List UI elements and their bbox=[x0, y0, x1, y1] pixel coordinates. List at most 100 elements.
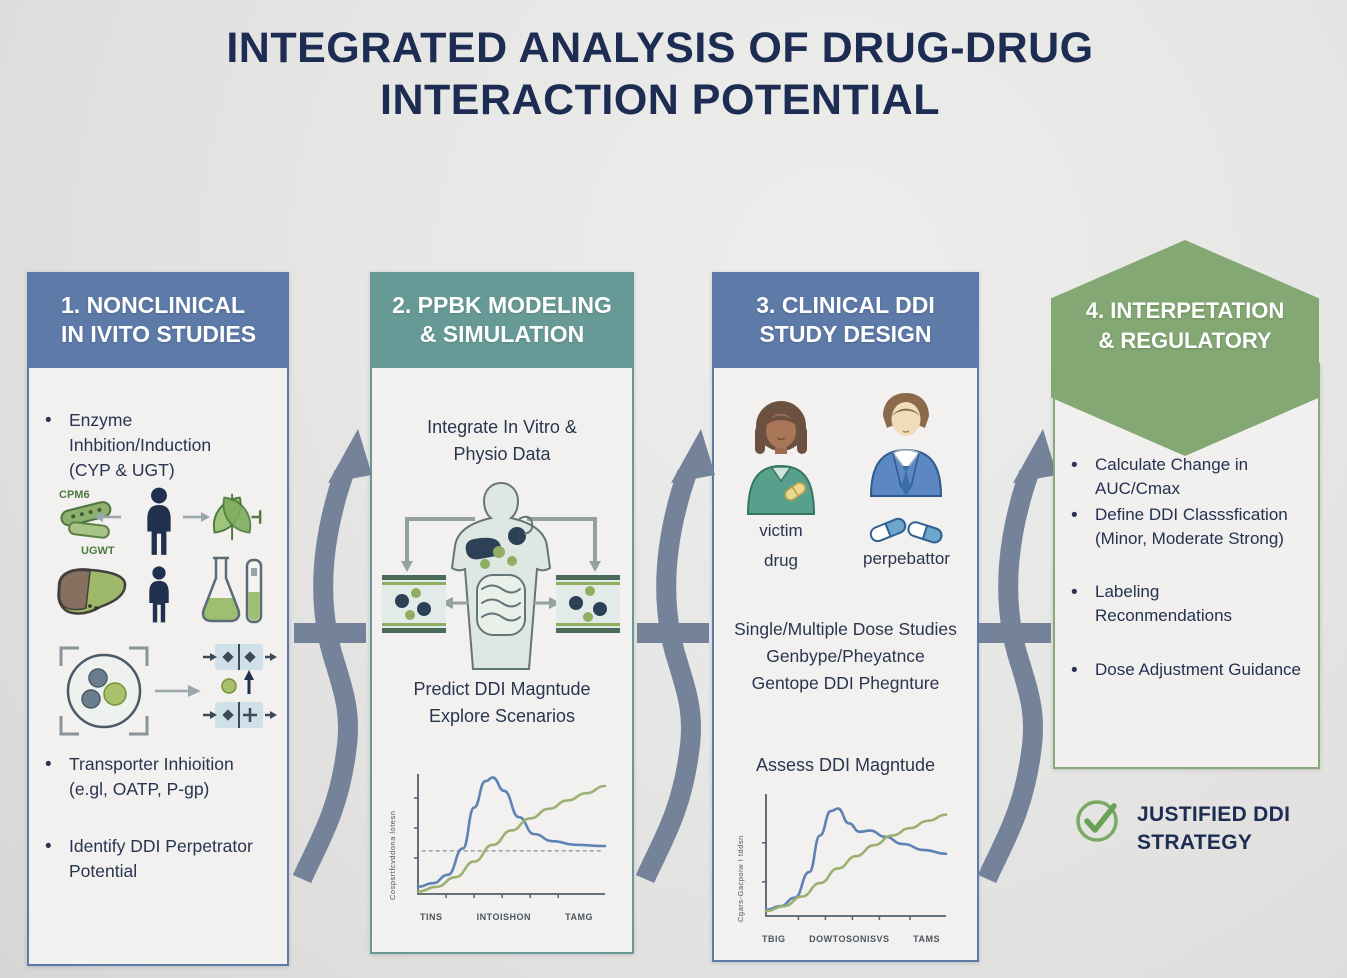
panel3-study-text-line3: Gentope DDI Phegnture bbox=[751, 673, 940, 694]
chart1-x-ticks: TINS INTOISHON TAMG bbox=[404, 912, 609, 922]
panel1-header-line1: 1. NONCLINICAL bbox=[61, 291, 245, 318]
panel2-text-predict-line2: Explore Scenarios bbox=[428, 706, 576, 726]
panel-clinical-ddi: 3. CLINICAL DDI STUDY DESIGN bbox=[712, 272, 979, 962]
panel2-text-predict: Predict DDI Magntude Explore Scenarios bbox=[372, 676, 632, 730]
arrow-left-icon bbox=[94, 512, 121, 522]
page-title: INTEGRATED ANALYSIS OF DRUG-DRUG INTERAC… bbox=[0, 22, 1320, 127]
membrane-box-left-icon bbox=[382, 575, 446, 633]
enzyme-label-bottom: UGWT bbox=[81, 545, 115, 557]
justified-strategy-badge: JUSTIFIED DDI STRATEGY bbox=[1073, 795, 1290, 858]
panel3-study-text-line1: Single/Multiple Dose Studies bbox=[734, 619, 957, 639]
victim-label-line1: victim bbox=[759, 521, 803, 540]
bent-arrow-left-icon bbox=[405, 517, 475, 561]
transporter-membrane-icon bbox=[203, 644, 277, 728]
panel1-bullet-perpetrator-line1: Identify DDI Perpetrator bbox=[69, 836, 253, 856]
victim-label-line2: drug bbox=[763, 550, 799, 570]
bullet-dot bbox=[1071, 453, 1095, 501]
bullet-dot bbox=[1071, 580, 1095, 628]
panel1-bullet-enzyme-line2: (CYP & UGT) bbox=[69, 459, 175, 480]
panel3-study-text: Single/Multiple Dose Studies Genbype/Phe… bbox=[714, 616, 977, 697]
panel2-header-line2: & SIMULATION bbox=[419, 321, 585, 347]
bullet-dot bbox=[45, 834, 69, 884]
cell-transporter-diagram bbox=[59, 644, 277, 736]
panel4-bullet-dose-text: Dose Adjustment Guidance bbox=[1095, 659, 1302, 679]
clinical-ddi-chart bbox=[762, 794, 948, 920]
panel4-bullet-classification: Define DDI Classsfication (Minor, Modera… bbox=[1071, 503, 1307, 551]
bullet-dot bbox=[45, 408, 69, 483]
pbpk-simulation-chart bbox=[414, 774, 607, 898]
flow-arrow-3 bbox=[977, 429, 1057, 884]
panel4-bullet-labeling-line2: Reconmendations bbox=[1095, 605, 1233, 625]
panel4-header-line2: & REGULATORY bbox=[1098, 327, 1272, 353]
panel2-text-predict-line1: Predict DDI Magntude bbox=[413, 679, 591, 699]
panel2-header: 2. PPBK MODELING & SIMULATION bbox=[370, 272, 634, 368]
bent-arrow-right-icon bbox=[527, 517, 597, 561]
justified-strategy-line2: STRATEGY bbox=[1137, 831, 1253, 855]
panel4-bullet-classification-line2: (Minor, Moderate Strong) bbox=[1095, 529, 1284, 549]
flow-arrow-2 bbox=[635, 429, 715, 884]
victim-label: victim drug bbox=[736, 518, 826, 573]
chart2-x-ticks: TBIG DOWTOSONISVS TAMS bbox=[752, 934, 950, 944]
crossed-leaves-icon bbox=[212, 493, 262, 541]
panel4-bullets: Calculate Change in AUC/Cmax Define DDI … bbox=[1071, 453, 1307, 685]
panel3-assess-text: Assess DDI Magntude bbox=[755, 755, 936, 775]
panel1-bullet-enzyme: Enzyme Inhbition/Induction (CYP & UGT) bbox=[45, 408, 277, 483]
panel1-bullet-perpetrator-line2: Potential bbox=[69, 860, 138, 881]
panel-nonclinical-in-vitro: 1. NONCLINICAL IN IVITO STUDIES Enzyme I… bbox=[27, 272, 289, 966]
panel1-header-line2: IN IVITO STUDIES bbox=[61, 321, 257, 347]
page-title-line2: INTERACTION POTENTIAL bbox=[380, 76, 940, 125]
panel-pbpk-modeling: 2. PPBK MODELING & SIMULATION Integrate … bbox=[370, 272, 634, 954]
flask-testtube-icon bbox=[201, 556, 263, 624]
enzyme-label-top: CPM6 bbox=[59, 489, 90, 501]
pbpk-body-diagram bbox=[382, 481, 620, 670]
panel4-bullet-labeling-text: Labeling Reconmendations bbox=[1095, 580, 1232, 628]
panel4-bullet-auc: Calculate Change in AUC/Cmax bbox=[1071, 453, 1307, 501]
panel2-header-line1: 2. PPBK MODELING bbox=[392, 291, 612, 318]
bullet-dot bbox=[1071, 503, 1095, 551]
page-title-line1: INTEGRATED ANALYSIS OF DRUG-DRUG bbox=[226, 24, 1094, 72]
panel3-header-line2: STUDY DESIGN bbox=[759, 321, 932, 347]
panel1-bullet-transporter-line1: Transporter Inhioition bbox=[69, 754, 234, 774]
bullet-dot bbox=[45, 752, 69, 802]
panel2-text-integrate: Integrate In Vitro & Physio Data bbox=[372, 414, 632, 468]
chart1-tick-1: TINS bbox=[420, 912, 443, 922]
panel2-text-integrate-line1: Integrate In Vitro & bbox=[427, 417, 577, 437]
panel1-bullet-transporter-text: Transporter Inhioition (e.gl, OATP, P-gp… bbox=[69, 752, 234, 802]
panel1-bullet-enzyme-text: Enzyme Inhbition/Induction (CYP & UGT) bbox=[69, 408, 277, 483]
panel4-bullet-dose: Dose Adjustment Guidance bbox=[1071, 658, 1307, 685]
arrow-right-icon bbox=[183, 512, 210, 522]
panel4-bullet-labeling: Labeling Reconmendations bbox=[1071, 580, 1307, 628]
bullet-dot bbox=[1071, 658, 1095, 685]
victim-avatar-icon bbox=[746, 401, 816, 515]
chart2-tick-1: TBIG bbox=[762, 934, 786, 944]
small-person-icon bbox=[149, 566, 169, 623]
panel1-bullet-perpetrator-text: Identify DDI Perpetrator Potential bbox=[69, 834, 253, 884]
panel4-header-line1: 4. INTERPETATION bbox=[1085, 298, 1285, 323]
check-circle-icon bbox=[1076, 800, 1118, 842]
panel1-bullet-enzyme-line1: Enzyme Inhbition/Induction bbox=[69, 410, 212, 455]
focus-brackets-icon bbox=[59, 646, 149, 736]
justified-strategy-text: JUSTIFIED DDI STRATEGY bbox=[1137, 801, 1290, 858]
human-torso-icon bbox=[450, 481, 552, 670]
perpetrator-avatar-icon bbox=[869, 393, 943, 497]
panel3-study-text-line2: Genbype/Pheyatnce bbox=[766, 646, 925, 667]
panel4-bullet-classification-text: Define DDI Classsfication (Minor, Modera… bbox=[1095, 503, 1288, 551]
panel1-header: 1. NONCLINICAL IN IVITO STUDIES bbox=[27, 272, 289, 368]
enzyme-capsule-icon: CPM6 UGWT bbox=[59, 489, 115, 557]
person-icon bbox=[147, 487, 171, 555]
panel2-text-integrate-line2: Physio Data bbox=[453, 444, 551, 464]
chart2-tick-2: DOWTOSONISVS bbox=[809, 934, 890, 944]
perpetrator-label: perpebattor bbox=[863, 549, 950, 568]
chart1-tick-2: INTOISHON bbox=[476, 912, 532, 922]
panel3-header: 3. CLINICAL DDI STUDY DESIGN bbox=[712, 272, 979, 368]
panel1-bullet-transporter-line2: (e.gl, OATP, P-gp) bbox=[69, 778, 210, 799]
justified-strategy-line1: JUSTIFIED DDI bbox=[1137, 803, 1291, 826]
liver-icon bbox=[57, 568, 127, 615]
flow-arrow-1 bbox=[292, 429, 372, 884]
chart1-tick-3: TAMG bbox=[565, 912, 593, 922]
pills-icon bbox=[869, 517, 943, 544]
membrane-box-right-icon bbox=[556, 575, 620, 633]
panel1-bullet-transporter: Transporter Inhioition (e.gl, OATP, P-gp… bbox=[45, 752, 277, 802]
panel3-header-line1: 3. CLINICAL DDI bbox=[756, 291, 935, 318]
